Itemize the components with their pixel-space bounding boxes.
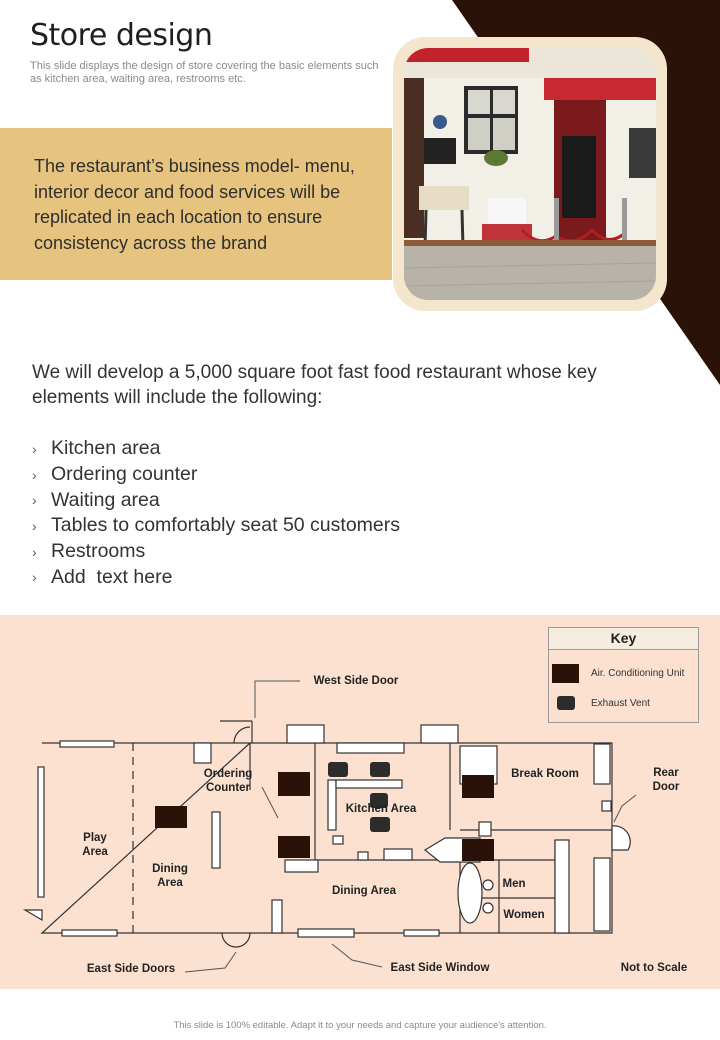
- restaurant-photo: [404, 48, 656, 300]
- label-break-room: Break Room: [511, 768, 579, 780]
- list-item: › Add text here: [32, 564, 400, 590]
- label-rear-door: Rear Door: [652, 767, 680, 793]
- chevron-right-icon: ›: [32, 492, 37, 509]
- label-west-door: West Side Door: [313, 675, 399, 687]
- business-model-text: The restaurant’s business model- menu, i…: [34, 156, 355, 253]
- key-item-label: Exhaust Vent: [591, 697, 650, 709]
- floorplan-key: Key Air. Conditioning Unit Exhaust Vent: [548, 627, 699, 723]
- list-item: › Ordering counter: [32, 462, 400, 488]
- label-ordering-counter: Ordering Counter: [203, 768, 253, 794]
- intro-paragraph: We will develop a 5,000 square foot fast…: [32, 362, 597, 408]
- chevron-right-icon: ›: [32, 517, 37, 534]
- label-dining-area-left: Dining Area: [152, 863, 188, 889]
- label-not-to-scale: Not to Scale: [620, 962, 688, 974]
- label-dining-area-center: Dining Area: [331, 885, 397, 897]
- list-item: › Tables to comfortably seat 50 customers: [32, 513, 400, 539]
- list-item-text: Restrooms: [51, 540, 146, 563]
- footer-note: This slide is 100% editable. Adapt it to…: [173, 1020, 547, 1031]
- chevron-right-icon: ›: [32, 440, 37, 457]
- key-item-exhaust: Exhaust Vent: [552, 696, 650, 710]
- label-play-area: Play Area: [82, 832, 108, 858]
- highlight-band: [0, 128, 392, 280]
- chevron-right-icon: ›: [32, 543, 37, 560]
- label-kitchen-area: Kitchen Area: [345, 803, 417, 815]
- key-item-label: Air. Conditioning Unit: [591, 668, 685, 679]
- key-item-ac: Air. Conditioning Unit: [552, 664, 684, 683]
- list-item-text: Waiting area: [51, 488, 160, 511]
- list-item: › Kitchen area: [32, 436, 400, 462]
- ac-unit-swatch: [552, 664, 579, 683]
- page-title: Store design: [30, 18, 213, 53]
- list-item-text: Add text here: [51, 565, 173, 588]
- chevron-right-icon: ›: [32, 569, 37, 586]
- page-subtitle: This slide displays the design of store …: [30, 60, 379, 85]
- list-item-text: Kitchen area: [51, 437, 161, 460]
- floorplan-diagram: [22, 680, 637, 973]
- chevron-right-icon: ›: [32, 466, 37, 483]
- list-item: › Restrooms: [32, 539, 400, 565]
- list-item-text: Tables to comfortably seat 50 customers: [51, 514, 400, 537]
- exhaust-vent-swatch: [557, 696, 575, 710]
- label-men: Men: [502, 878, 526, 890]
- list-item: › Waiting area: [32, 487, 400, 513]
- key-elements-list: › Kitchen area › Ordering counter › Waiting…: [32, 436, 400, 590]
- label-east-side-doors: East Side Doors: [86, 963, 176, 975]
- label-east-side-window: East Side Window: [390, 962, 490, 974]
- label-women: Women: [503, 909, 545, 921]
- key-title: Key: [549, 628, 698, 650]
- list-item-text: Ordering counter: [51, 463, 198, 486]
